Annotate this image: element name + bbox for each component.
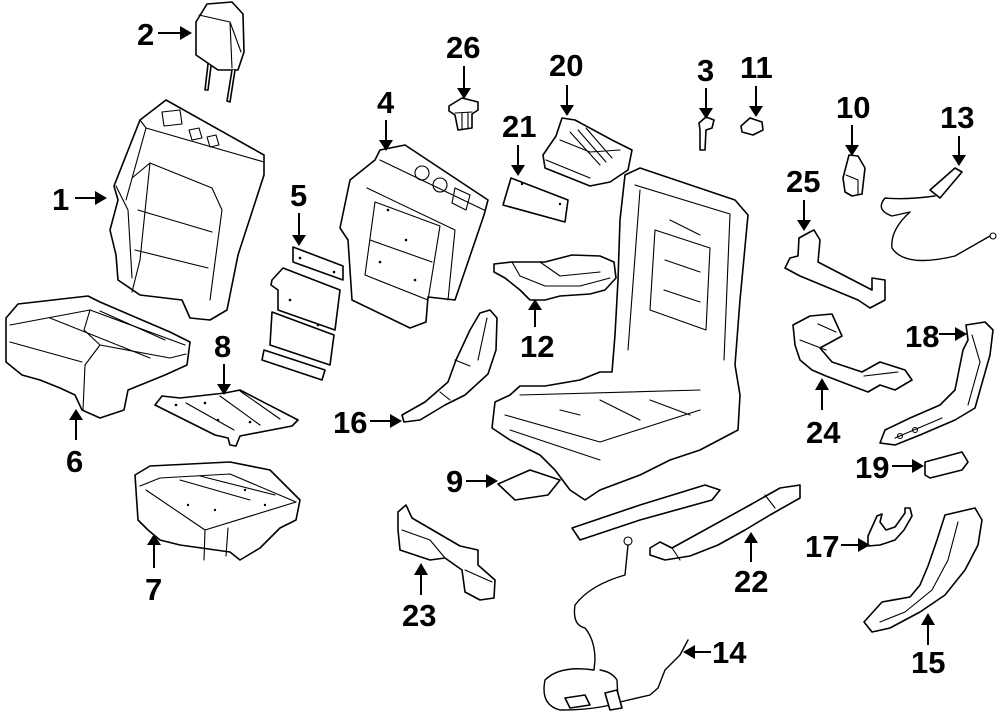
part-headrest-guide[interactable] [698, 116, 715, 151]
svg-text:10: 10 [836, 90, 870, 125]
part-outer-trim-panel[interactable] [863, 507, 983, 633]
svg-text:2: 2 [137, 17, 154, 52]
part-cushion-heater[interactable] [154, 389, 299, 447]
part-seat-frame[interactable] [491, 167, 749, 541]
svg-text:24: 24 [806, 415, 841, 450]
part-handle-cover[interactable] [924, 451, 969, 479]
part-seat-back-cover[interactable] [109, 99, 265, 321]
callout-18[interactable]: 18 [905, 319, 967, 354]
callout-14[interactable]: 14 [681, 635, 747, 670]
callout-8[interactable]: 8 [214, 329, 231, 395]
callout-3[interactable]: 3 [697, 53, 714, 119]
svg-text:19: 19 [855, 450, 889, 485]
callout-5[interactable]: 5 [290, 178, 307, 246]
callout-25[interactable]: 25 [786, 164, 820, 231]
svg-text:9: 9 [446, 464, 463, 499]
part-clip[interactable] [740, 117, 764, 136]
callout-4[interactable]: 4 [377, 85, 395, 151]
part-seat-back-frame-pad[interactable] [339, 144, 489, 329]
svg-text:18: 18 [905, 319, 939, 354]
callout-10[interactable]: 10 [836, 90, 870, 156]
callout-6[interactable]: 6 [66, 409, 83, 479]
callout-9[interactable]: 9 [446, 464, 498, 499]
callout-1[interactable]: 1 [52, 182, 107, 217]
callout-15[interactable]: 15 [911, 613, 945, 680]
callout-23[interactable]: 23 [402, 563, 436, 633]
svg-text:6: 6 [66, 444, 83, 479]
svg-text:21: 21 [502, 109, 536, 144]
part-track-end-cover[interactable] [397, 504, 496, 601]
callout-21[interactable]: 21 [502, 109, 536, 176]
part-bezel[interactable] [448, 97, 479, 131]
part-recliner-cover[interactable] [542, 117, 633, 187]
svg-text:7: 7 [145, 572, 162, 607]
part-side-shield[interactable] [879, 321, 994, 446]
callout-24[interactable]: 24 [806, 378, 841, 450]
part-mount-bracket[interactable] [784, 229, 886, 309]
svg-text:13: 13 [940, 100, 974, 135]
svg-text:16: 16 [333, 405, 367, 440]
svg-text:25: 25 [786, 164, 820, 199]
callout-7[interactable]: 7 [145, 534, 162, 607]
part-support-bracket[interactable] [493, 254, 617, 301]
svg-text:1: 1 [52, 182, 69, 217]
part-headrest[interactable] [195, 1, 245, 103]
svg-text:14: 14 [712, 635, 747, 670]
svg-text:26: 26 [446, 30, 480, 65]
callout-17[interactable]: 17 [805, 529, 870, 564]
part-release-handle[interactable] [867, 507, 913, 547]
svg-text:5: 5 [290, 178, 307, 213]
callout-13[interactable]: 13 [940, 100, 974, 166]
svg-text:17: 17 [805, 529, 839, 564]
svg-text:8: 8 [214, 329, 231, 364]
svg-text:15: 15 [911, 645, 945, 680]
part-cushion-pad[interactable] [134, 461, 301, 561]
svg-text:11: 11 [740, 50, 773, 85]
svg-text:22: 22 [734, 564, 768, 599]
part-track-cover[interactable] [649, 484, 801, 561]
callout-12[interactable]: 12 [520, 299, 554, 364]
part-back-panel[interactable] [502, 177, 569, 223]
svg-text:4: 4 [377, 85, 395, 120]
part-latch-bracket[interactable] [792, 313, 913, 393]
part-release-cable[interactable] [880, 167, 997, 262]
svg-text:23: 23 [402, 598, 436, 633]
part-switch[interactable] [842, 154, 866, 197]
part-cushion-cover[interactable] [5, 295, 191, 419]
callout-19[interactable]: 19 [855, 450, 924, 485]
svg-text:20: 20 [549, 48, 583, 83]
callout-20[interactable]: 20 [549, 48, 583, 116]
part-inner-trim-panel[interactable] [401, 309, 498, 423]
callout-22[interactable]: 22 [734, 532, 768, 599]
part-seat-back-heater[interactable] [261, 246, 344, 381]
svg-text:12: 12 [520, 329, 554, 364]
part-wire-harness[interactable] [543, 536, 689, 711]
callout-11[interactable]: 11 [740, 50, 773, 117]
callout-2[interactable]: 2 [137, 17, 192, 52]
callout-16[interactable]: 16 [333, 405, 402, 440]
callout-26[interactable]: 26 [446, 30, 480, 99]
svg-text:3: 3 [697, 53, 714, 88]
